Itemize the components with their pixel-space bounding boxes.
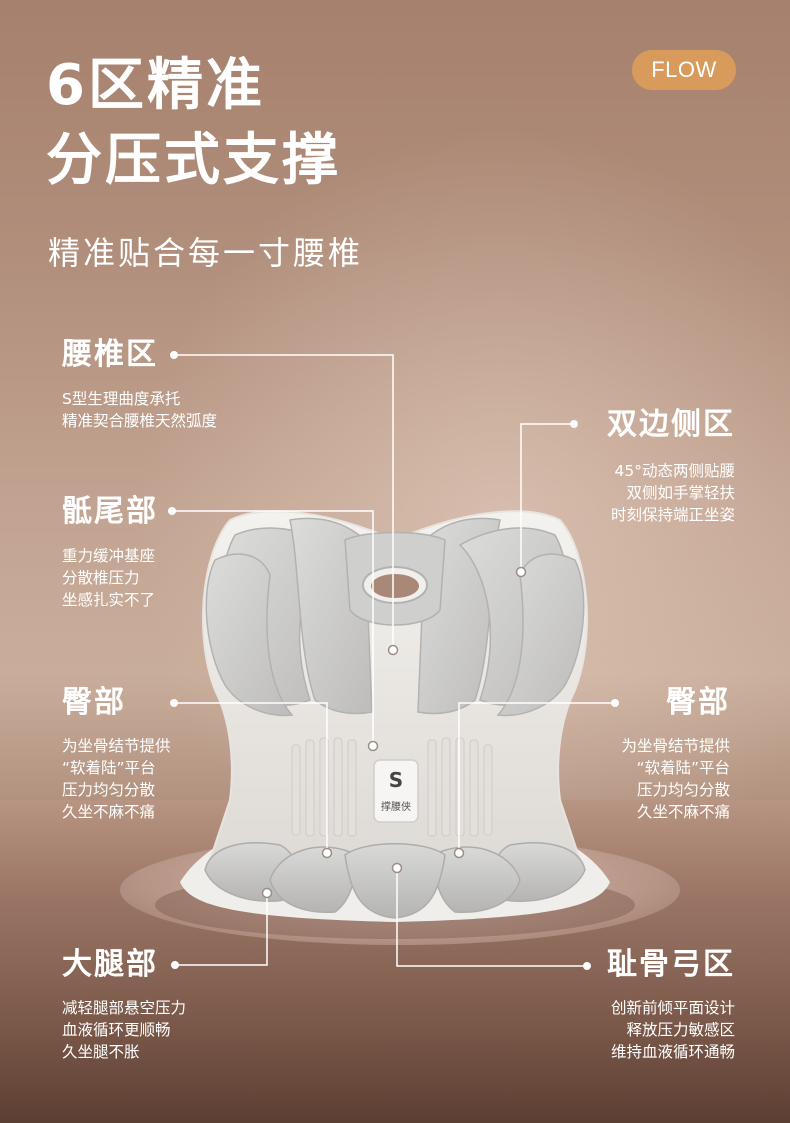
zone-desc-pubic: 创新前倾平面设计 释放压力敏感区 维持血液循环通畅 [610,999,735,1061]
zone-desc-thigh: 减轻腿部悬空压力 血液循环更顺畅 久坐腿不胀 [62,999,187,1061]
subtitle: 精准贴合每一寸腰椎 [48,234,364,272]
zone-desc-hip-right: 为坐骨结节提供 “软着陆”平台 压力均匀分散 久坐不麻不痛 [621,737,730,821]
headline-line2: 分压式支撑 [46,128,341,193]
zone-desc-coccyx: 重力缓冲基座 分散椎压力 坐感扎实不了 [62,547,156,609]
logo-plate [373,759,419,823]
logo-text: 撑腰侠 [381,802,411,813]
brand-badge: FLOW [632,50,736,90]
zone-title-pubic: 耻骨弓区 [607,947,735,982]
zone-desc-sides: 45°动态两侧贴腰 双侧如手掌轻扶 时刻保持端正坐姿 [610,462,735,524]
zone-title-thigh: 大腿部 [62,947,158,982]
zone-desc-hip-left: 为坐骨结节提供 “软着陆”平台 压力均匀分散 久坐不麻不痛 [62,737,171,821]
zone-title-coccyx: 骶尾部 [62,494,158,529]
headline-line1: 6区精准 [46,53,265,118]
zone-desc-lumbar: S型生理曲度承托 精准契合腰椎天然弧度 [62,390,218,430]
zone-title-sides: 双边侧区 [607,407,735,442]
zone-title-lumbar: 腰椎区 [62,337,158,372]
logo-mark: S [388,768,404,792]
zone-title-hip-left: 臀部 [62,685,126,720]
zone-title-hip-right: 臀部 [666,685,730,720]
